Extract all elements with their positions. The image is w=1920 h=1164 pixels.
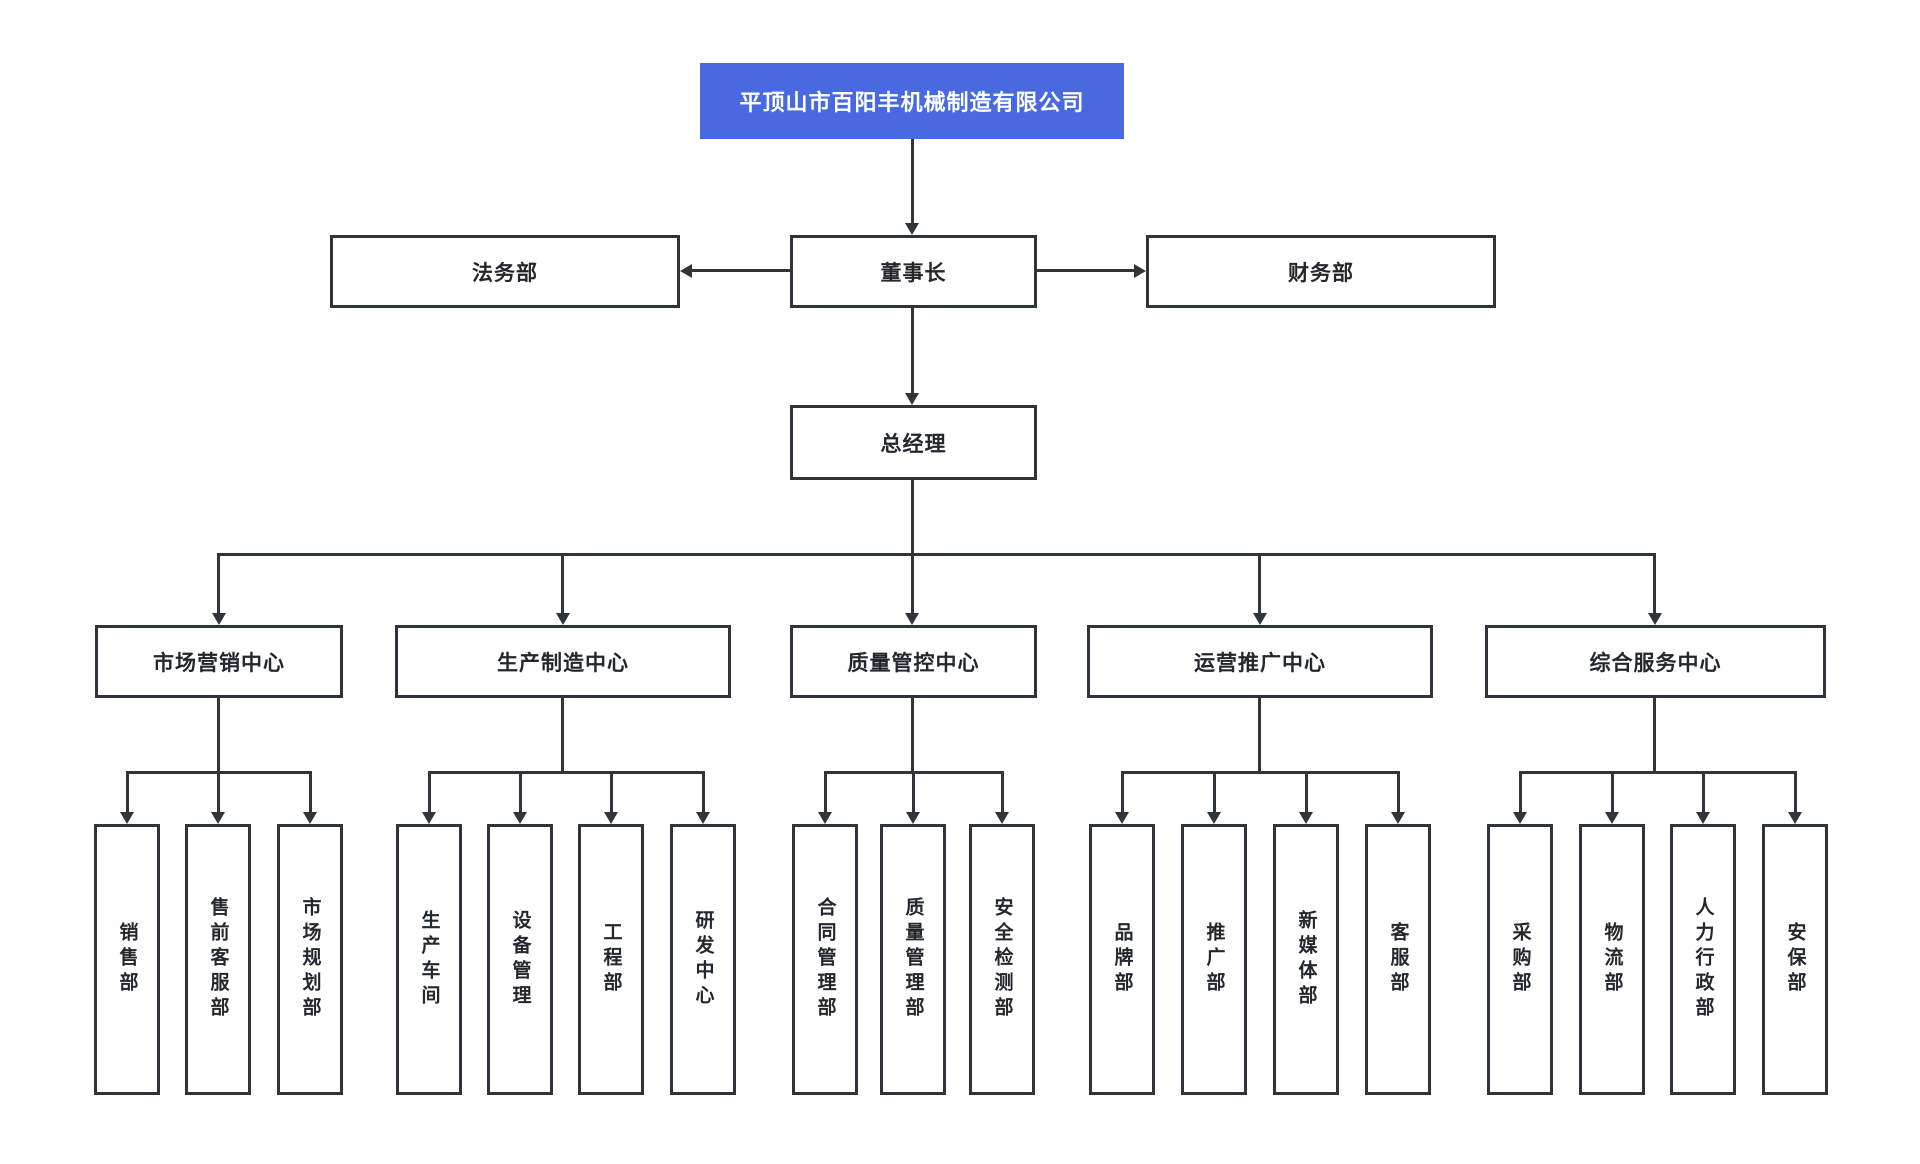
dept-production-workshop: 生产车间: [396, 824, 462, 1095]
arrowhead-down: [1115, 812, 1129, 824]
connector-chairman-gm: [911, 308, 914, 393]
arrowhead-down: [211, 812, 225, 824]
dept-new-media: 新媒体部: [1273, 824, 1339, 1095]
connector-drop: [1305, 771, 1308, 812]
connector-chairman-legal: [692, 269, 790, 272]
connector-drop: [610, 771, 613, 812]
connector-stem: [561, 698, 564, 774]
arrowhead-down: [1696, 812, 1710, 824]
connector-child-rail: [1519, 771, 1797, 774]
connector-drop: [217, 553, 220, 613]
arrowhead-down: [905, 223, 919, 235]
dept-equipment-management: 设备管理: [487, 824, 553, 1095]
dept-engineering: 工程部: [578, 824, 644, 1095]
arrowhead-right: [1134, 264, 1146, 278]
dept-rnd-center: 研发中心: [670, 824, 736, 1095]
dept-hr-admin: 人力行政部: [1670, 824, 1736, 1095]
dept-presales-service: 售前客服部: [185, 824, 251, 1095]
connector-stem: [217, 698, 220, 774]
connector-company-chairman: [911, 139, 914, 223]
node-finance-dept: 财务部: [1146, 235, 1496, 308]
connector-drop: [519, 771, 522, 812]
node-center-operations: 运营推广中心: [1087, 625, 1433, 698]
connector-drop: [1213, 771, 1216, 812]
arrowhead-down: [1299, 812, 1313, 824]
dept-sales: 销售部: [94, 824, 160, 1095]
connector-drop: [1519, 771, 1522, 812]
arrowhead-down: [1253, 613, 1267, 625]
node-chairman: 董事长: [790, 235, 1037, 308]
dept-market-planning: 市场规划部: [277, 824, 343, 1095]
arrowhead-down: [818, 812, 832, 824]
connector-drop: [1001, 771, 1004, 812]
connector-drop: [1258, 553, 1261, 613]
connector-drop: [1653, 553, 1656, 613]
connector-stem: [911, 698, 914, 774]
connector-stem: [1258, 698, 1261, 774]
node-center-marketing: 市场营销中心: [95, 625, 343, 698]
connector-drop: [428, 771, 431, 812]
arrowhead-down: [422, 812, 436, 824]
connector-drop: [309, 771, 312, 812]
dept-logistics: 物流部: [1579, 824, 1645, 1095]
arrowhead-down: [303, 812, 317, 824]
connector-drop: [1794, 771, 1797, 812]
arrowhead-down: [120, 812, 134, 824]
arrowhead-down: [1513, 812, 1527, 824]
connector-drop: [702, 771, 705, 812]
node-center-quality: 质量管控中心: [790, 625, 1037, 698]
connector-drop: [126, 771, 129, 812]
arrowhead-down: [905, 613, 919, 625]
dept-security: 安保部: [1762, 824, 1828, 1095]
arrowhead-down: [995, 812, 1009, 824]
arrowhead-down: [1788, 812, 1802, 824]
connector-child-rail: [1121, 771, 1400, 774]
connector-child-rail: [428, 771, 705, 774]
arrowhead-down: [513, 812, 527, 824]
dept-promotion: 推广部: [1181, 824, 1247, 1095]
connector-chairman-finance: [1037, 269, 1134, 272]
dept-procurement: 采购部: [1487, 824, 1553, 1095]
arrowhead-down: [905, 393, 919, 405]
connector-gm-rail: [911, 480, 914, 556]
connector-stem: [1653, 698, 1656, 774]
arrowhead-down: [604, 812, 618, 824]
connector-drop: [1397, 771, 1400, 812]
connector-rail: [218, 553, 1656, 556]
dept-customer-service: 客服部: [1365, 824, 1431, 1095]
arrowhead-left: [680, 264, 692, 278]
arrowhead-down: [1391, 812, 1405, 824]
node-legal-dept: 法务部: [330, 235, 680, 308]
arrowhead-down: [556, 613, 570, 625]
dept-safety-inspection: 安全检测部: [969, 824, 1035, 1095]
arrowhead-down: [696, 812, 710, 824]
arrowhead-down: [1648, 613, 1662, 625]
node-general-manager: 总经理: [790, 405, 1037, 480]
dept-quality-management: 质量管理部: [880, 824, 946, 1095]
connector-drop: [561, 553, 564, 613]
connector-drop: [911, 553, 914, 613]
connector-drop: [1121, 771, 1124, 812]
node-company: 平顶山市百阳丰机械制造有限公司: [700, 63, 1124, 139]
connector-drop: [912, 771, 915, 812]
arrowhead-down: [906, 812, 920, 824]
connector-drop: [217, 771, 220, 812]
connector-drop: [1702, 771, 1705, 812]
dept-contract-management: 合同管理部: [792, 824, 858, 1095]
node-center-services: 综合服务中心: [1485, 625, 1826, 698]
arrowhead-down: [1207, 812, 1221, 824]
arrowhead-down: [212, 613, 226, 625]
dept-brand: 品牌部: [1089, 824, 1155, 1095]
connector-drop: [1611, 771, 1614, 812]
arrowhead-down: [1605, 812, 1619, 824]
connector-drop: [824, 771, 827, 812]
node-center-production: 生产制造中心: [395, 625, 731, 698]
